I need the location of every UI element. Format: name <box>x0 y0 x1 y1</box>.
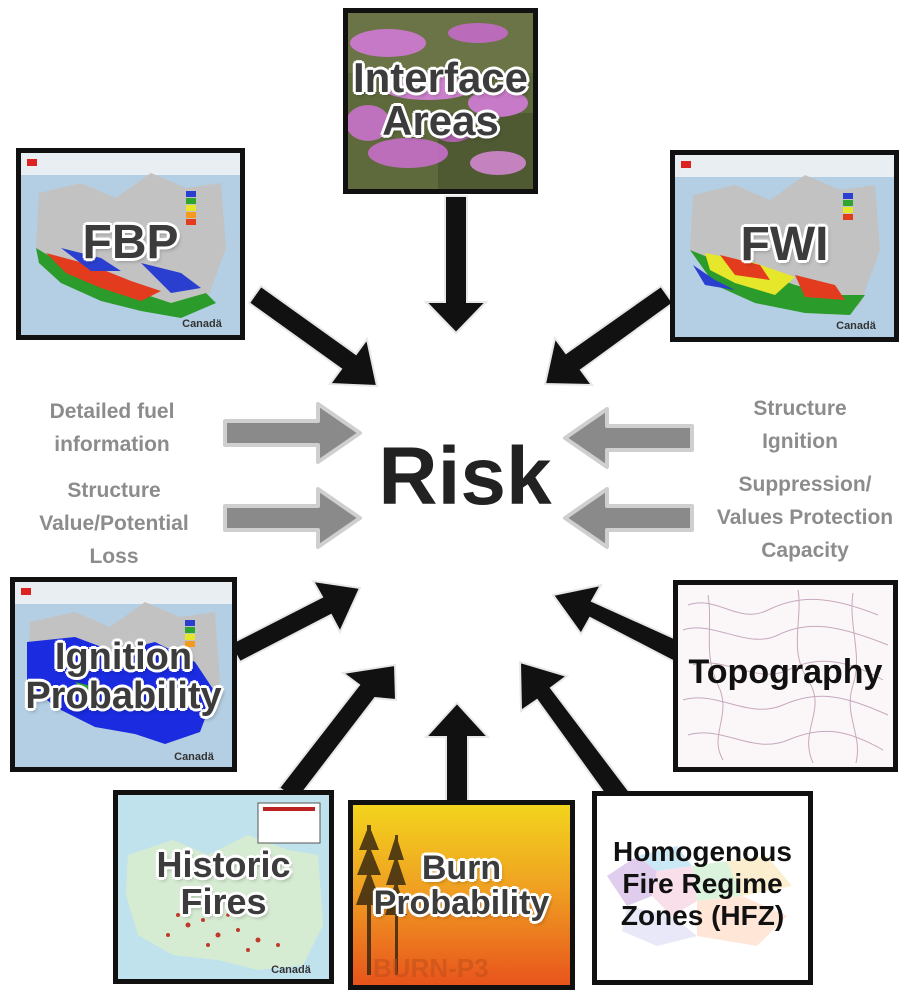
burn-p3-watermark: BURN-P3 <box>373 953 489 983</box>
fwi-map <box>675 155 894 337</box>
interface-label-line1: Interface <box>352 54 529 101</box>
topography-label: Topography <box>688 653 883 691</box>
hfz-label-line2: Fire Regime <box>622 868 783 900</box>
burn-label-line2: Probability <box>373 883 550 922</box>
structure-ignition-line1: Structure <box>753 397 847 420</box>
panel-interface-areas: Interface Areas <box>343 8 538 194</box>
suppression-line2: Values Protection <box>716 506 894 529</box>
fuel-info-line2: information <box>54 433 170 456</box>
burn-label-line1: Burn <box>421 849 502 887</box>
burn-probability-label: Burn Probability <box>353 851 570 920</box>
ignition-label: Ignition Probability <box>15 638 232 716</box>
arrow-burn-to-risk <box>423 701 491 807</box>
arrow-historic-to-risk <box>277 663 398 802</box>
historic-label-line1: Historic <box>156 844 291 885</box>
structure-ignition-line2: Ignition <box>762 430 838 453</box>
panel-hfz: Homogenous Fire Regime Zones (HFZ) <box>592 791 813 985</box>
suppression-line1: Suppression/ <box>738 473 872 496</box>
hfz-label: Homogenous Fire Regime Zones (HFZ) <box>597 836 808 933</box>
panel-historic-fires: Historic Fires Canadä <box>113 790 334 984</box>
arrow-hfz-to-risk <box>518 660 634 809</box>
hfz-label-line3: Zones (HFZ) <box>620 900 785 932</box>
structure-value-line3: Loss <box>89 545 139 568</box>
fbp-label: FBP <box>82 216 179 269</box>
structure-value-line1: Structure <box>67 479 161 502</box>
historic-map-brand: Canadä <box>271 964 311 976</box>
fbp-map-brand: Canadä <box>182 318 222 330</box>
interface-label-line2: Areas <box>382 96 499 144</box>
fuel-info-text: Detailed fuel information <box>22 395 202 461</box>
arrow-interface-to-risk <box>423 195 489 335</box>
arrow-ignition-to-risk <box>228 579 362 664</box>
historic-label-line2: Fires <box>180 880 267 922</box>
panel-fwi: FWI Canadä <box>670 150 899 342</box>
historic-fires-label: Historic Fires <box>118 844 329 922</box>
fwi-label: FWI <box>740 218 829 271</box>
arrow-topography-to-risk <box>551 583 687 663</box>
structure-value-text: Structure Value/Potential Loss <box>16 474 212 573</box>
structure-ignition-text: Structure Ignition <box>720 392 880 458</box>
interface-areas-label: Interface Areas <box>348 54 533 144</box>
panel-ignition-probability: Ignition Probability Canadä <box>10 577 237 772</box>
panel-burn-probability: BURN-P3 Burn Probability <box>348 800 575 990</box>
historic-fires-map <box>118 795 329 979</box>
arrow-structure-value-to-risk <box>223 487 362 549</box>
arrow-fuel-info-to-risk <box>223 402 362 464</box>
burn-probability-image: BURN-P3 <box>353 805 570 985</box>
suppression-text: Suppression/ Values Protection Capacity <box>700 468 910 567</box>
hfz-map <box>597 796 808 980</box>
suppression-line3: Capacity <box>761 539 849 562</box>
topography-contours <box>678 585 893 767</box>
arrow-fbp-to-risk <box>247 284 379 388</box>
structure-value-line2: Value/Potential <box>39 512 189 535</box>
ignition-map-brand: Canadä <box>174 751 214 763</box>
fuel-info-line1: Detailed fuel <box>49 400 175 423</box>
hfz-label-line1: Homogenous <box>613 836 792 867</box>
risk-title: Risk <box>378 431 552 522</box>
arrow-fwi-to-risk <box>543 284 675 387</box>
arrow-structure-ignition-to-risk <box>563 407 694 469</box>
ignition-label-line2: Probability <box>25 674 222 717</box>
ignition-map <box>15 582 232 767</box>
fbp-map <box>21 153 240 335</box>
arrow-suppression-to-risk <box>563 487 694 549</box>
interface-areas-imagery <box>348 13 533 189</box>
ignition-label-line1: Ignition <box>54 636 193 678</box>
panel-fbp: FBP Canadä <box>16 148 245 340</box>
panel-topography: Topography <box>673 580 898 772</box>
fwi-map-brand: Canadä <box>836 320 876 332</box>
